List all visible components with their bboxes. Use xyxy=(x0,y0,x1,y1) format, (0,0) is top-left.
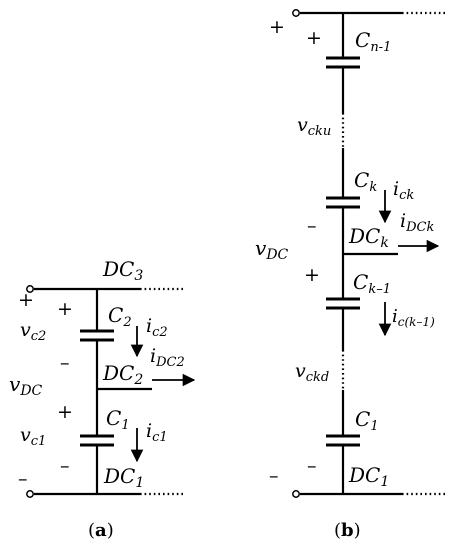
sign-a-plus-c1: + xyxy=(57,401,73,423)
sign-b-minus-c1: – xyxy=(307,455,317,477)
figure-b: Cn-1 vcku Ck ick iDCk DCk Ck–1 ic(k–1) v… xyxy=(255,9,446,541)
caption-b: (b) xyxy=(334,520,361,541)
label-b-dck: DCk xyxy=(348,224,389,251)
sign-b-plus-ckm1: + xyxy=(304,264,320,286)
sign-b-plus-cn1: + xyxy=(306,27,322,49)
label-a-c1: C1 xyxy=(106,406,130,433)
label-a-vdc: vDC xyxy=(9,372,43,399)
label-b-ckm1: Ck–1 xyxy=(353,270,391,297)
sign-b-plus-outer: + xyxy=(269,16,285,38)
label-a-idc2: iDC2 xyxy=(150,345,185,370)
sign-a-minus-c2: – xyxy=(60,352,70,374)
terminal-b-bottom xyxy=(292,490,300,498)
label-b-dc1: DC1 xyxy=(348,463,389,490)
sign-a-minus-c1: – xyxy=(60,455,70,477)
label-b-vcku: vcku xyxy=(297,114,331,139)
label-b-ck: Ck xyxy=(354,168,377,195)
sign-a-plus-outer: + xyxy=(18,289,34,311)
label-b-c1: C1 xyxy=(355,407,379,434)
label-a-dc3: DC3 xyxy=(102,257,143,284)
sign-a-minus-outer: – xyxy=(18,468,28,490)
label-a-dc1: DC1 xyxy=(103,464,144,491)
terminal-a-top xyxy=(26,285,34,293)
label-a-ic2: ic2 xyxy=(146,315,168,340)
label-b-vdc: vDC xyxy=(255,236,289,263)
label-b-cn1: Cn-1 xyxy=(355,28,391,55)
label-b-ickm1: ic(k–1) xyxy=(392,306,435,329)
figure-a: DC3 C2 ic2 iDC2 DC2 C1 ic1 DC1 vc2 vDC v… xyxy=(9,257,196,541)
terminal-b-top xyxy=(292,9,300,17)
label-a-c2: C2 xyxy=(108,303,132,330)
terminal-a-bottom xyxy=(26,490,34,498)
label-a-ic1: ic1 xyxy=(146,420,168,445)
label-a-vc1: vc1 xyxy=(20,424,46,449)
sign-b-minus-outer: – xyxy=(269,465,279,487)
sign-b-minus-ck: – xyxy=(307,215,317,237)
label-b-ick: ick xyxy=(393,178,414,203)
sign-a-plus-c2: + xyxy=(57,298,73,320)
label-b-idck: iDCk xyxy=(400,210,434,235)
label-a-vc2: vc2 xyxy=(20,319,46,344)
label-b-vckd: vckd xyxy=(295,360,329,385)
label-a-dc2: DC2 xyxy=(102,361,143,388)
caption-a: (a) xyxy=(88,520,114,541)
